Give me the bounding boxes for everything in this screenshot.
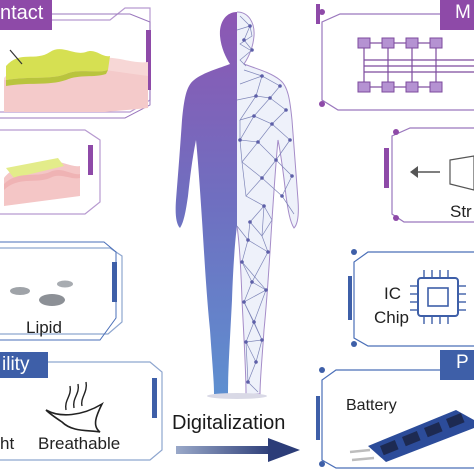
digitalization-arrow bbox=[176, 438, 300, 462]
contact-header: ntact bbox=[0, 2, 44, 24]
contact-header-bg bbox=[0, 0, 52, 30]
lipid-panel bbox=[0, 241, 123, 341]
breathable-label: Breathable bbox=[38, 434, 121, 453]
top-header-bg bbox=[440, 0, 474, 30]
battery-strip bbox=[349, 410, 474, 462]
stretch-panel bbox=[384, 127, 474, 223]
contact-panel bbox=[0, 0, 151, 119]
ability-header: ility bbox=[2, 354, 30, 375]
lipid-label: Lipid bbox=[26, 318, 62, 337]
stretch-label: Str bbox=[450, 202, 472, 221]
circuit-panel bbox=[316, 0, 474, 111]
bottom-header: P bbox=[456, 352, 469, 373]
battery-label: Battery bbox=[346, 397, 397, 414]
battery-panel bbox=[316, 350, 474, 469]
human-figure bbox=[175, 11, 299, 399]
chip-icon bbox=[410, 270, 466, 324]
top-header: M bbox=[455, 2, 471, 23]
bottom-header-bg bbox=[440, 350, 474, 380]
light-label: ht bbox=[0, 434, 15, 453]
ic-chip-label-line1: IC bbox=[384, 284, 401, 303]
ability-header-bg bbox=[0, 352, 48, 378]
film-panel bbox=[0, 129, 101, 215]
ic-chip-label-line2: Chip bbox=[374, 308, 409, 327]
mesh-nodes bbox=[238, 24, 294, 384]
ability-panel bbox=[0, 352, 163, 461]
digitalization-label: Digitalization bbox=[172, 412, 286, 434]
ic-chip-panel bbox=[348, 249, 474, 347]
